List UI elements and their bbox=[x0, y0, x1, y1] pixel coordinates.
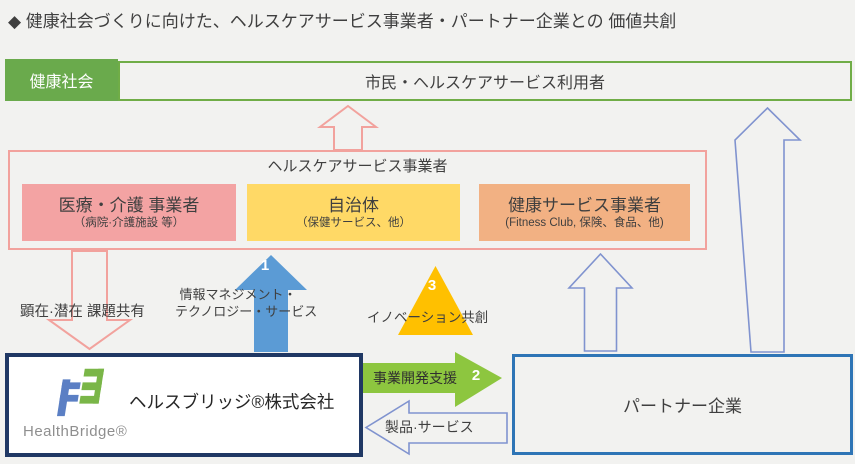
health-service-sub: (Fitness Club, 保険、食品、他) bbox=[505, 216, 664, 229]
citizens-box: 市民・ヘルスケアサービス利用者 bbox=[118, 61, 852, 101]
medical-care-box: 医療・介護 事業者 （病院·介護施設 等） bbox=[22, 184, 236, 241]
medical-care-sub: （病院·介護施設 等） bbox=[73, 216, 185, 229]
arrow-up-providers-to-citizens bbox=[317, 104, 379, 151]
arrow-up-partner-to-providers bbox=[567, 252, 634, 352]
healthbridge-name-en: HealthBridge® bbox=[23, 423, 128, 440]
arrow-down-issues bbox=[45, 250, 134, 351]
products-label: 製品·サービス bbox=[385, 419, 474, 435]
step-2-number: 2 bbox=[471, 367, 481, 384]
bizdev-label: 事業開発支援 bbox=[373, 370, 457, 386]
partner-box: パートナー企業 bbox=[512, 354, 853, 455]
healthbridge-name-jp: ヘルスブリッジ®株式会社 bbox=[129, 392, 335, 412]
municipality-box: 自治体 （保健サービス、他） bbox=[247, 184, 460, 241]
arrow-up-info-services bbox=[235, 255, 307, 352]
healthy-society-box: 健康社会 bbox=[5, 59, 118, 101]
healthbridge-box: ヘルスブリッジ®株式会社 HealthBridge® bbox=[5, 353, 363, 457]
citizens-label: 市民・ヘルスケアサービス利用者 bbox=[364, 75, 605, 92]
info-management-label: 情報マネジメント・ テクノロジー・サービス bbox=[175, 287, 318, 321]
health-service-label: 健康サービス事業者 bbox=[508, 195, 661, 215]
step-3-number: 3 bbox=[427, 277, 437, 294]
providers-header: ヘルスケアサービス事業者 bbox=[267, 158, 448, 175]
municipality-sub: （保健サービス、他） bbox=[296, 216, 411, 229]
arrow-right-bizdev bbox=[363, 352, 502, 407]
medical-care-label: 医療・介護 事業者 bbox=[58, 195, 200, 215]
info-management-line2: テクノロジー・サービス bbox=[175, 303, 318, 319]
arrow-up-partner-to-citizens bbox=[734, 106, 802, 353]
info-management-line1: 情報マネジメント・ bbox=[179, 287, 297, 302]
partner-label: パートナー企業 bbox=[623, 397, 742, 416]
healthbridge-logo-icon bbox=[56, 368, 105, 417]
page-title: ◆ 健康社会づくりに向けた、ヘルスケアサービス事業者・パートナー企業との 価値共… bbox=[8, 12, 677, 31]
step-1-number: 1 bbox=[260, 257, 270, 274]
healthy-society-label: 健康社会 bbox=[29, 74, 94, 91]
innovation-triangle bbox=[398, 266, 473, 335]
issues-label: 顕在·潜在 課題共有 bbox=[20, 304, 145, 320]
municipality-label: 自治体 bbox=[328, 195, 379, 215]
innovation-label: イノベーション共創 bbox=[367, 310, 489, 325]
arrow-left-products bbox=[364, 399, 508, 456]
health-service-box: 健康サービス事業者 (Fitness Club, 保険、食品、他) bbox=[479, 184, 690, 241]
